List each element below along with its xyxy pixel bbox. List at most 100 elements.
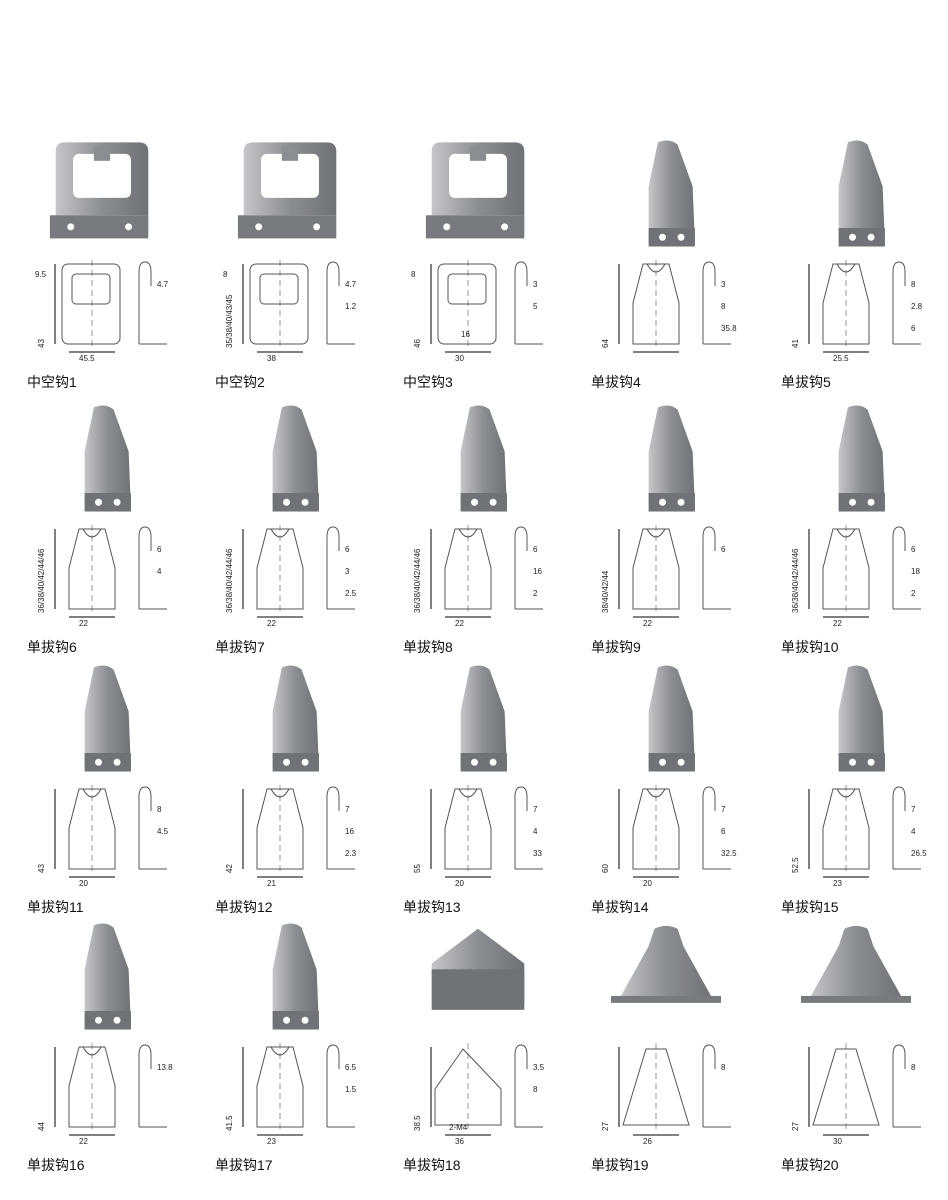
dimension-side: 6 bbox=[345, 545, 350, 554]
dimension-side: 2.3 bbox=[345, 849, 357, 858]
dimension-side: 4.5 bbox=[157, 827, 169, 836]
dimension-side: 2.8 bbox=[911, 302, 923, 311]
technical-drawing bbox=[54, 260, 167, 353]
product-name: 单拔钩5 bbox=[781, 374, 831, 390]
product-photo bbox=[611, 925, 721, 1003]
technical-drawing bbox=[430, 785, 543, 878]
technical-drawing bbox=[242, 1043, 355, 1136]
product-name: 单拔钩18 bbox=[403, 1157, 461, 1173]
product-name: 单拔钩4 bbox=[591, 374, 641, 390]
dimension-width: 36 bbox=[455, 1137, 464, 1146]
dimension-width: 45.5 bbox=[79, 354, 95, 363]
product-photo bbox=[648, 665, 695, 772]
dimension-side: 8 bbox=[721, 302, 726, 311]
dimension-height: 43 bbox=[37, 339, 46, 348]
dimension-side: 4.7 bbox=[345, 280, 357, 289]
dimension-side: 3 bbox=[345, 567, 350, 576]
dimension-side: 6 bbox=[911, 324, 916, 333]
dimension-side: 6 bbox=[721, 827, 726, 836]
technical-drawing bbox=[242, 785, 355, 878]
dimension-side: 1.5 bbox=[345, 1085, 357, 1094]
product-photo bbox=[838, 140, 885, 247]
dimension-side: 6 bbox=[157, 545, 162, 554]
dimension-height: 35/38/40/43/45 bbox=[225, 294, 234, 348]
technical-drawing bbox=[242, 525, 355, 618]
dimension-width: 38 bbox=[267, 354, 276, 363]
dimension-width: 22 bbox=[79, 619, 88, 628]
product-photo bbox=[648, 405, 695, 512]
product-photo bbox=[431, 928, 525, 1010]
dimension-width: 20 bbox=[79, 879, 88, 888]
dimension-side: 1.2 bbox=[345, 302, 357, 311]
dimension-side: 5 bbox=[533, 302, 538, 311]
dimension-width: 22 bbox=[833, 619, 842, 628]
product-photo bbox=[838, 665, 885, 772]
dimension-side: 8 bbox=[157, 805, 162, 814]
dimension-side: 7 bbox=[911, 805, 916, 814]
product-photo bbox=[237, 142, 337, 239]
dimension-hole: 2-M4 bbox=[449, 1123, 468, 1132]
dimension-width: 21 bbox=[267, 879, 276, 888]
product-name: 中空钩1 bbox=[27, 374, 77, 390]
product-name: 单拔钩10 bbox=[781, 639, 839, 655]
dimension-height: 64 bbox=[601, 339, 610, 348]
dimension-height: 27 bbox=[791, 1122, 800, 1131]
dimension-side: 6 bbox=[721, 545, 726, 554]
dimension-side: 8 bbox=[533, 1085, 538, 1094]
dimension-side: 4 bbox=[533, 827, 538, 836]
product-photo bbox=[460, 405, 507, 512]
dimension-top: 8 bbox=[411, 270, 416, 279]
dimension-height: 38.5 bbox=[413, 1115, 422, 1131]
dimension-inner: 16 bbox=[461, 330, 470, 339]
dimension-side: 32.5 bbox=[721, 849, 737, 858]
product-photo bbox=[272, 665, 319, 772]
technical-drawing bbox=[242, 260, 355, 353]
technical-drawing bbox=[618, 785, 731, 878]
dimension-side: 3.5 bbox=[533, 1063, 545, 1072]
product-name: 单拔钩12 bbox=[215, 899, 273, 915]
product-name: 单拔钩20 bbox=[781, 1157, 839, 1173]
dimension-width: 26 bbox=[643, 1137, 652, 1146]
dimension-width: 23 bbox=[833, 879, 842, 888]
dimension-height: 42 bbox=[225, 864, 234, 873]
dimension-height: 43 bbox=[37, 864, 46, 873]
dimension-width: 30 bbox=[833, 1137, 842, 1146]
dimension-width: 20 bbox=[455, 879, 464, 888]
technical-drawing bbox=[54, 1043, 167, 1136]
product-name: 单拔钩14 bbox=[591, 899, 649, 915]
dimension-side: 2.5 bbox=[345, 589, 357, 598]
dimension-side: 7 bbox=[533, 805, 538, 814]
product-name: 单拔钩13 bbox=[403, 899, 461, 915]
dimension-height: 41.5 bbox=[225, 1115, 234, 1131]
dimension-height: 27 bbox=[601, 1122, 610, 1131]
dimension-side: 18 bbox=[911, 567, 920, 576]
dimension-height: 52.5 bbox=[791, 857, 800, 873]
product-name: 单拔钩7 bbox=[215, 639, 265, 655]
product-name: 中空钩3 bbox=[403, 374, 453, 390]
dimension-side: 26.5 bbox=[911, 849, 927, 858]
dimension-width: 22 bbox=[455, 619, 464, 628]
technical-drawing bbox=[430, 1043, 543, 1136]
dimension-width: 25.5 bbox=[833, 354, 849, 363]
dimension-width: 23 bbox=[267, 1137, 276, 1146]
dimension-height: 46 bbox=[413, 339, 422, 348]
technical-drawing bbox=[430, 260, 543, 353]
product-photo bbox=[272, 923, 319, 1030]
dimension-side: 33 bbox=[533, 849, 542, 858]
technical-drawing bbox=[430, 525, 543, 618]
product-photo bbox=[648, 140, 695, 247]
technical-drawing bbox=[618, 260, 731, 353]
product-name: 中空钩2 bbox=[215, 374, 265, 390]
dimension-side: 4 bbox=[157, 567, 162, 576]
product-name: 单拔钩8 bbox=[403, 639, 453, 655]
